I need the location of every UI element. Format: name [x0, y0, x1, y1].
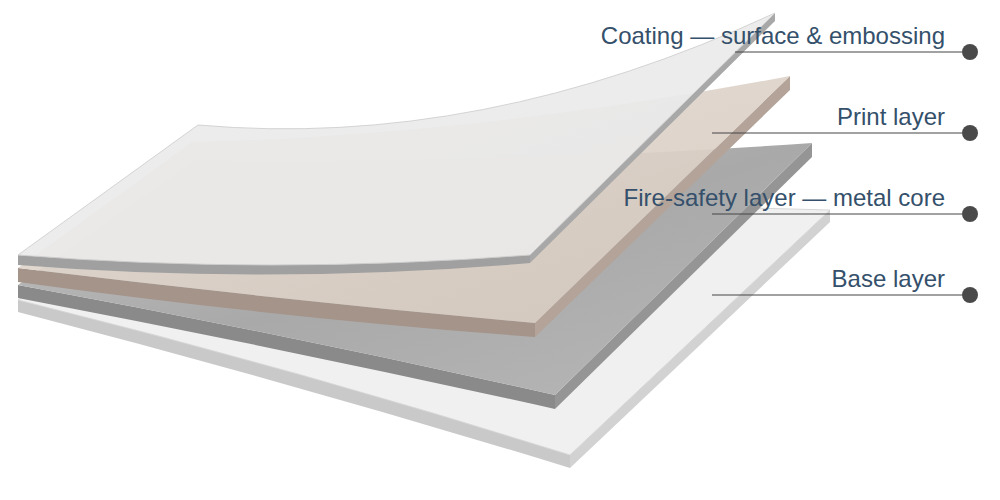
leader-lines — [712, 52, 962, 295]
callout-label: Print layer — [837, 103, 945, 131]
coating-sheet — [18, 13, 775, 275]
callout-label: Base layer — [832, 265, 945, 293]
leader-dots — [962, 44, 978, 303]
callout-label: Fire-safety layer — metal core — [624, 184, 945, 212]
callout-label: Coating — surface & embossing — [601, 22, 945, 50]
